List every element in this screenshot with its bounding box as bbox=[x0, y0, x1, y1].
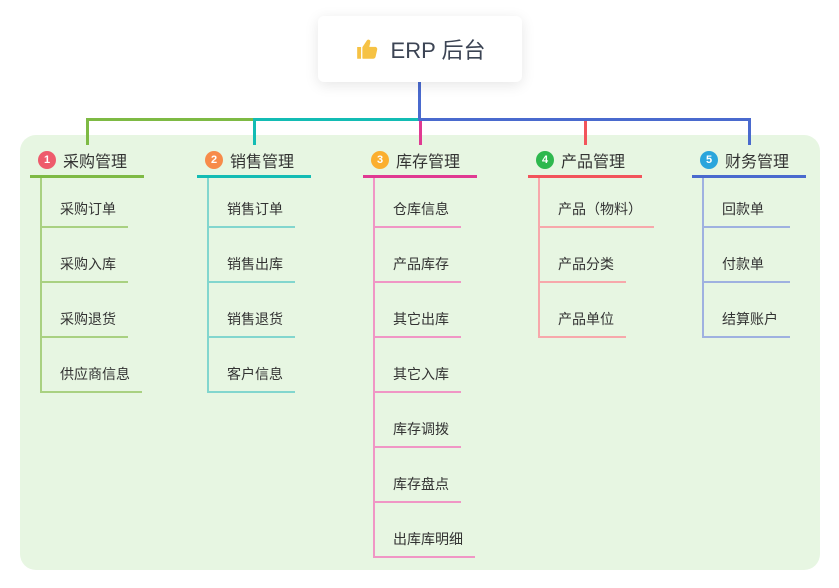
branch-connector-horizontal bbox=[417, 118, 751, 121]
branch-items: 仓库信息产品库存其它出库其它入库库存调拨库存盘点出库库明细 bbox=[373, 178, 475, 558]
branch-4: 4 产品管理产品（物料）产品分类产品单位 bbox=[528, 144, 654, 338]
mindmap-item-node[interactable]: 回款单 bbox=[704, 178, 790, 228]
branch-connector-horizontal bbox=[252, 118, 421, 121]
mindmap-item-node[interactable]: 仓库信息 bbox=[375, 178, 461, 228]
mindmap-item-node[interactable]: 销售出库 bbox=[209, 228, 295, 283]
mindmap-item-node[interactable]: 采购退货 bbox=[42, 283, 128, 338]
mindmap-item-node[interactable]: 产品分类 bbox=[540, 228, 626, 283]
mindmap-item-node[interactable]: 采购订单 bbox=[42, 178, 128, 228]
branch-index-badge: 4 bbox=[536, 150, 554, 169]
mindmap-item-node[interactable]: 出库库明细 bbox=[375, 503, 475, 558]
branch-items: 产品（物料）产品分类产品单位 bbox=[538, 178, 654, 338]
branch-index-badge: 3 bbox=[371, 150, 389, 169]
mindmap-item-node[interactable]: 产品库存 bbox=[375, 228, 461, 283]
branch-title-node[interactable]: 5 财务管理 bbox=[692, 144, 806, 178]
branch-1: 1 采购管理采购订单采购入库采购退货供应商信息 bbox=[30, 144, 144, 393]
branch-connector-drop bbox=[418, 118, 422, 145]
branch-title-node[interactable]: 2 销售管理 bbox=[197, 144, 311, 178]
branch-3: 3 库存管理仓库信息产品库存其它出库其它入库库存调拨库存盘点出库库明细 bbox=[363, 144, 477, 558]
root-label: ERP 后台 bbox=[390, 38, 486, 63]
mindmap-item-node[interactable]: 其它入库 bbox=[375, 338, 461, 393]
branch-label: 销售管理 bbox=[230, 153, 295, 171]
mindmap-item-node[interactable]: 客户信息 bbox=[209, 338, 295, 393]
mindmap-item-node[interactable]: 产品单位 bbox=[540, 283, 626, 338]
branch-label: 库存管理 bbox=[396, 153, 461, 171]
mindmap-item-node[interactable]: 库存盘点 bbox=[375, 448, 461, 503]
branch-label: 财务管理 bbox=[725, 153, 790, 171]
root-node[interactable]: ERP 后台 bbox=[318, 16, 522, 82]
branch-index-badge: 1 bbox=[38, 150, 56, 169]
modules-panel bbox=[20, 135, 820, 570]
branch-connector-drop bbox=[252, 118, 256, 145]
branch-title-node[interactable]: 3 库存管理 bbox=[363, 144, 477, 178]
branch-index-badge: 5 bbox=[700, 150, 718, 169]
branch-label: 采购管理 bbox=[63, 153, 128, 171]
mindmap-item-node[interactable]: 销售退货 bbox=[209, 283, 295, 338]
branch-2: 2 销售管理销售订单销售出库销售退货客户信息 bbox=[197, 144, 311, 393]
mindmap-item-node[interactable]: 库存调拨 bbox=[375, 393, 461, 448]
branch-connector-drop bbox=[747, 118, 751, 145]
mindmap-item-node[interactable]: 供应商信息 bbox=[42, 338, 142, 393]
branch-title-node[interactable]: 4 产品管理 bbox=[528, 144, 642, 178]
branch-title-node[interactable]: 1 采购管理 bbox=[30, 144, 144, 178]
mindmap-item-node[interactable]: 结算账户 bbox=[704, 283, 790, 338]
mindmap-item-node[interactable]: 销售订单 bbox=[209, 178, 295, 228]
branch-connector-drop bbox=[583, 118, 587, 145]
branch-items: 销售订单销售出库销售退货客户信息 bbox=[207, 178, 295, 393]
thumbs-up-icon bbox=[355, 36, 381, 62]
branch-label: 产品管理 bbox=[561, 153, 626, 171]
branch-connector-drop bbox=[85, 118, 89, 145]
mindmap-item-node[interactable]: 产品（物料） bbox=[540, 178, 654, 228]
mindmap-item-node[interactable]: 采购入库 bbox=[42, 228, 128, 283]
branch-items: 回款单付款单结算账户 bbox=[702, 178, 790, 338]
branch-items: 采购订单采购入库采购退货供应商信息 bbox=[40, 178, 142, 393]
root-connector-drop bbox=[417, 80, 421, 121]
branch-index-badge: 2 bbox=[205, 150, 223, 169]
branch-5: 5 财务管理回款单付款单结算账户 bbox=[692, 144, 806, 338]
mindmap-item-node[interactable]: 其它出库 bbox=[375, 283, 461, 338]
mindmap-item-node[interactable]: 付款单 bbox=[704, 228, 790, 283]
